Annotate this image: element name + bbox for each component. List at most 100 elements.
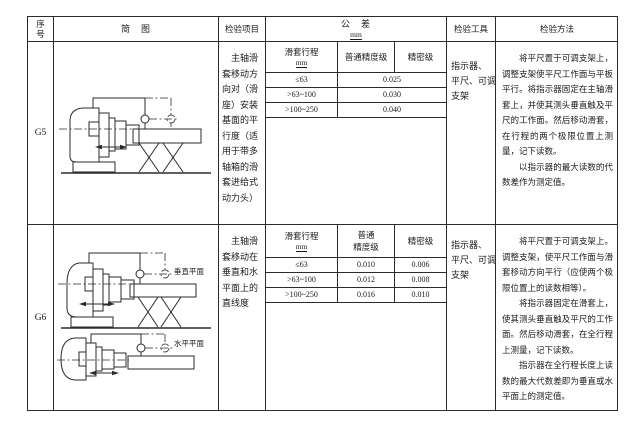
vertical-plane-group: 垂直平面 [58, 252, 211, 329]
subtable-divider [394, 224, 395, 302]
subtable-divider [265, 117, 446, 118]
g5-tools-line: 支架 [451, 91, 470, 101]
row-id-g6: G6 [28, 224, 53, 411]
tolerance-value: 0.008 [411, 275, 430, 284]
subtable-divider [265, 287, 446, 288]
g6-tol-grade-normal: 普通 精度级 [338, 224, 394, 257]
header-row-divider [27, 41, 618, 42]
g6-grade-precision-label: 精密级 [407, 235, 434, 246]
g5-tol-stroke-header: 滑套行程 mm [266, 41, 337, 72]
header-sketch: 简 图 [54, 16, 218, 41]
header-sketch-label: 简 图 [120, 24, 151, 34]
indicator-group [92, 97, 179, 129]
tolerance-value: 0.012 [357, 275, 375, 284]
subtable-divider [265, 87, 446, 88]
header-tolerance: 公 差 mm [266, 16, 446, 41]
header-tool-label: 检验工具 [453, 23, 488, 34]
header-no-label: 序号 [36, 18, 45, 39]
header-item: 检验项目 [219, 16, 265, 41]
g6-tol-range-2: >100~250 [266, 287, 337, 302]
g6-tol-precision-2: 0.010 [395, 287, 446, 302]
movement-arrow [95, 144, 127, 150]
header-tolerance-label: 公 差 [340, 19, 371, 29]
subtable-divider [337, 41, 338, 117]
subtable-divider [265, 272, 446, 273]
method-paragraph: 将平尺置于可调支架上，调整支架使平尺工作面与平板平行。将指示器固定在主轴滑套上，… [502, 53, 613, 156]
g6-tol-normal-1: 0.012 [338, 272, 394, 287]
tolerance-value: 0.016 [357, 290, 375, 299]
tolerance-value: 0.006 [411, 260, 430, 269]
g6-tol-normal-0: 0.010 [338, 257, 394, 272]
g5-tol-range-2: >100~250 [266, 102, 337, 117]
g5-method: 将平尺置于可调支架上，调整支架使平尺工作面与平板平行。将指示器固定在主轴滑套上，… [496, 41, 618, 224]
g6-tools-line: 平尺、可调 [451, 255, 495, 265]
header-method: 检验方法 [496, 16, 618, 41]
g6-sketch-svg: 垂直平面 水平平面 [57, 252, 211, 381]
g5-tol-value-0: 0.025 [338, 72, 446, 87]
g5-tol-value-2: 0.040 [338, 102, 446, 117]
horizontal-plane-label: 水平平面 [174, 338, 204, 348]
tolerance-value: 0.040 [383, 105, 401, 114]
g5-sketch-svg [59, 97, 211, 174]
g6-tol-range-0: ≤63 [266, 257, 337, 272]
range-value: ≤63 [295, 75, 308, 84]
g6-tol-stroke-header: 滑套行程 mm [266, 224, 337, 257]
tolerance-value: 0.030 [383, 90, 401, 99]
g5-grade-precision-label: 精密级 [407, 51, 434, 62]
range-value: ≤63 [295, 260, 308, 269]
g6-tools-line: 指示器、 [451, 240, 488, 250]
method-paragraph: 将指示器固定在滑套上，使其测头垂直触及平尺的工作面。然后移动滑套，在全行程上测量… [502, 298, 613, 355]
scissor-stand [138, 142, 184, 173]
range-value: >100~250 [285, 105, 318, 114]
method-paragraph: 将平尺置于可调支架上。调整支架，使平尺工作面与滑套移动方向平行（应使两个极限位置… [502, 236, 613, 293]
subtable-divider [265, 72, 446, 73]
g6-method: 将平尺置于可调支架上。调整支架，使平尺工作面与滑套移动方向平行（应使两个极限位置… [496, 224, 618, 411]
header-no: 序号 [28, 16, 53, 41]
subtable-divider [265, 102, 446, 103]
header-item-label: 检验项目 [224, 23, 259, 34]
g5-item-text: 主轴滑套移动方向对（滑座）安装基面的平行度（适用于带多轴箱的滑套进给式动力头） [222, 53, 259, 203]
subtable-divider [265, 257, 446, 258]
row-id-g6-label: G6 [34, 312, 47, 323]
column-divider-sketch-item [218, 16, 219, 411]
row-divider-g5-g6 [27, 224, 618, 225]
g5-stroke-unit: mm [295, 57, 308, 68]
subtable-divider [337, 224, 338, 302]
row-id-g5: G5 [28, 41, 53, 224]
horizontal-plane-group: 水平平面 [57, 333, 204, 381]
flat-ruler [132, 128, 202, 144]
power-head-group [69, 107, 140, 173]
g6-stroke-unit: mm [295, 241, 308, 252]
g6-tol-precision-1: 0.008 [395, 272, 446, 287]
method-paragraph: 指示器在全行程长度上读数的最大代数差即为垂直或水平面上的测定值。 [502, 360, 613, 401]
method-paragraph: 以指示器的最大读数的代数差作为测定值。 [502, 161, 613, 188]
range-value: >63~100 [287, 275, 316, 284]
g6-item: 主轴滑套移动在垂直和水平面上的直线度 [219, 224, 265, 411]
subtable-divider [265, 302, 446, 303]
header-method-label: 检验方法 [539, 23, 574, 34]
g6-item-text: 主轴滑套移动在垂直和水平面上的直线度 [222, 236, 259, 308]
g5-tol-range-0: ≤63 [266, 72, 337, 87]
g5-item: 主轴滑套移动方向对（滑座）安装基面的平行度（适用于带多轴箱的滑套进给式动力头） [219, 41, 265, 224]
tolerance-value: 0.010 [411, 290, 430, 299]
g5-tol-grade-precision: 精密级 [395, 41, 446, 72]
g5-tools-line: 指示器、 [451, 61, 488, 71]
g5-tol-grade-normal: 普通精度级 [338, 41, 394, 72]
g6-grade-normal-line: 普通 [357, 229, 375, 240]
header-tool: 检验工具 [447, 16, 495, 41]
g6-tol-precision-0: 0.006 [395, 257, 446, 272]
g6-tol-range-1: >63~100 [266, 272, 337, 287]
range-value: >63~100 [287, 90, 316, 99]
g6-grade-normal-line: 精度级 [353, 241, 379, 252]
header-tolerance-unit: mm [350, 30, 362, 40]
g5-tol-range-1: >63~100 [266, 87, 337, 102]
column-divider-item-tolerance [265, 16, 266, 411]
g6-tol-grade-precision: 精密级 [395, 224, 446, 257]
column-divider-tolerance-tool [446, 16, 447, 411]
subtable-divider [394, 41, 395, 72]
g6-tol-normal-2: 0.016 [338, 287, 394, 302]
g5-grade-normal-label: 普通精度级 [344, 51, 388, 62]
tolerance-value: 0.025 [383, 75, 401, 84]
g5-tools: 指示器、 平尺、可调 支架 [447, 41, 495, 224]
